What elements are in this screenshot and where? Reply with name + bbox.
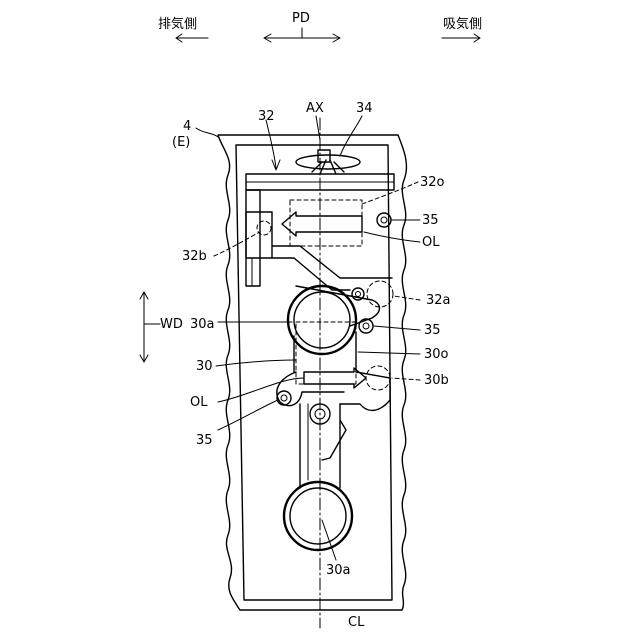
ref-label-wd: WD [160, 317, 183, 332]
ref-label-30a-top: 30a [190, 317, 215, 332]
ref-label-32b: 32b [182, 249, 207, 264]
ref-label-ax: AX [306, 101, 324, 116]
ref-label-32: 32 [258, 109, 275, 124]
cam-disc-34 [296, 150, 360, 174]
exhaust-side-label: 排気側 [158, 16, 197, 32]
ref-label-32o: 32o [420, 175, 445, 190]
ref-label-35-mid: 35 [424, 323, 441, 338]
exhaust-side-arrow [176, 34, 208, 42]
ref-label-30o: 30o [424, 347, 449, 362]
intake-side-label: 吸気側 [443, 16, 482, 32]
wd-double-arrow [140, 292, 160, 362]
intake-side-arrow [442, 34, 480, 42]
ref-label-ol-top: OL [422, 235, 440, 250]
roller-30a-lower [284, 482, 352, 550]
ref-label-35-bottom: 35 [196, 433, 213, 448]
ref-label-30: 30 [196, 359, 213, 374]
roller-30a-upper [288, 286, 356, 354]
ref-label-4: 4 [183, 119, 191, 134]
oil-flow-arrow-bottom [304, 368, 366, 388]
oil-flow-arrow-top [282, 212, 362, 236]
ref-label-32a: 32a [426, 293, 451, 308]
ref-label-cl: CL [348, 615, 365, 630]
ref-label-e: (E) [172, 135, 190, 150]
pd-label: PD [292, 11, 310, 26]
link-rod [300, 404, 346, 488]
ref-label-34: 34 [356, 101, 373, 116]
pd-double-arrow [264, 28, 340, 42]
ref-label-35-top: 35 [422, 213, 439, 228]
bolt-35-mid [359, 319, 373, 333]
bolt-35-bottom [277, 391, 291, 405]
ref-label-30b: 30b [424, 373, 449, 388]
ref-label-30a-bottom: 30a [326, 563, 351, 578]
ref-label-ol-bottom: OL [190, 395, 208, 410]
oil-passage-32o [290, 200, 362, 246]
